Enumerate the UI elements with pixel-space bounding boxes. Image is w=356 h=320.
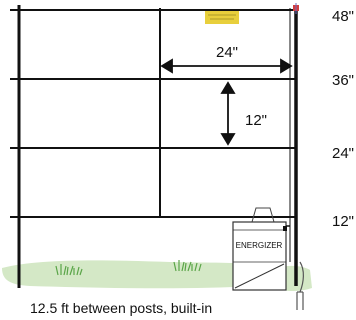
dimension-24-arrow <box>160 58 293 74</box>
ground-rods <box>296 261 304 310</box>
height-label-48: 48" <box>331 8 354 25</box>
fence-wires <box>10 9 296 218</box>
grass-tuft-left <box>55 264 83 276</box>
dimension-12-arrow <box>220 81 236 146</box>
caption: 12.5 ft between posts, built-in <box>30 300 213 316</box>
energizer-label: ENERGIZER <box>236 241 283 250</box>
warning-sign <box>205 11 239 24</box>
ground-patch <box>2 260 250 289</box>
dimension-24-label: 24" <box>216 44 238 61</box>
dimension-12-label: 12" <box>245 112 267 129</box>
height-label-36: 36" <box>331 72 354 89</box>
height-label-24: 24" <box>331 145 354 162</box>
height-label-12: 12" <box>331 213 354 230</box>
grass-tuft-middle <box>173 260 202 272</box>
energizer-unit: ENERGIZER <box>232 207 290 291</box>
